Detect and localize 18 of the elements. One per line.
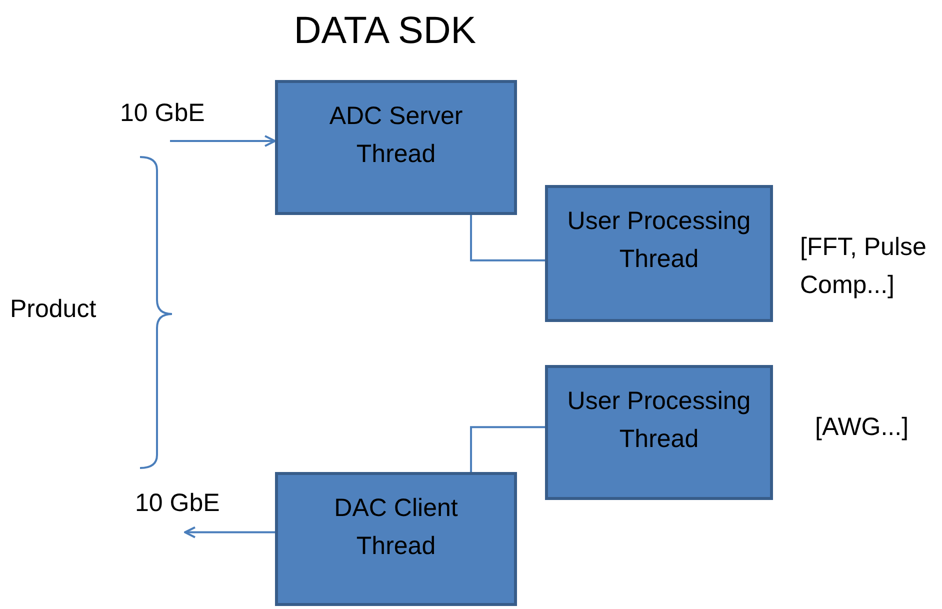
thread-box [275, 472, 517, 606]
note-text: [AWG...] [815, 412, 910, 443]
thread-box [275, 80, 517, 215]
box-label: User Processing Thread [566, 386, 752, 455]
box-label: DAC Client Thread [333, 493, 459, 562]
connector-line [470, 426, 545, 472]
side-label: Product [10, 294, 98, 325]
arrow [184, 526, 275, 538]
box-label: ADC Server Thread [328, 101, 464, 170]
side-label: 10 GbE [120, 98, 206, 129]
diagram-title: DATA SDK [292, 9, 478, 54]
thread-box [545, 365, 773, 500]
thread-box [545, 185, 773, 322]
side-label: 10 GbE [135, 488, 221, 519]
note-text: [FFT, Pulse Comp...] [800, 232, 928, 301]
box-label: User Processing Thread [566, 206, 752, 275]
arrow [170, 135, 276, 147]
connector-line [470, 215, 545, 262]
